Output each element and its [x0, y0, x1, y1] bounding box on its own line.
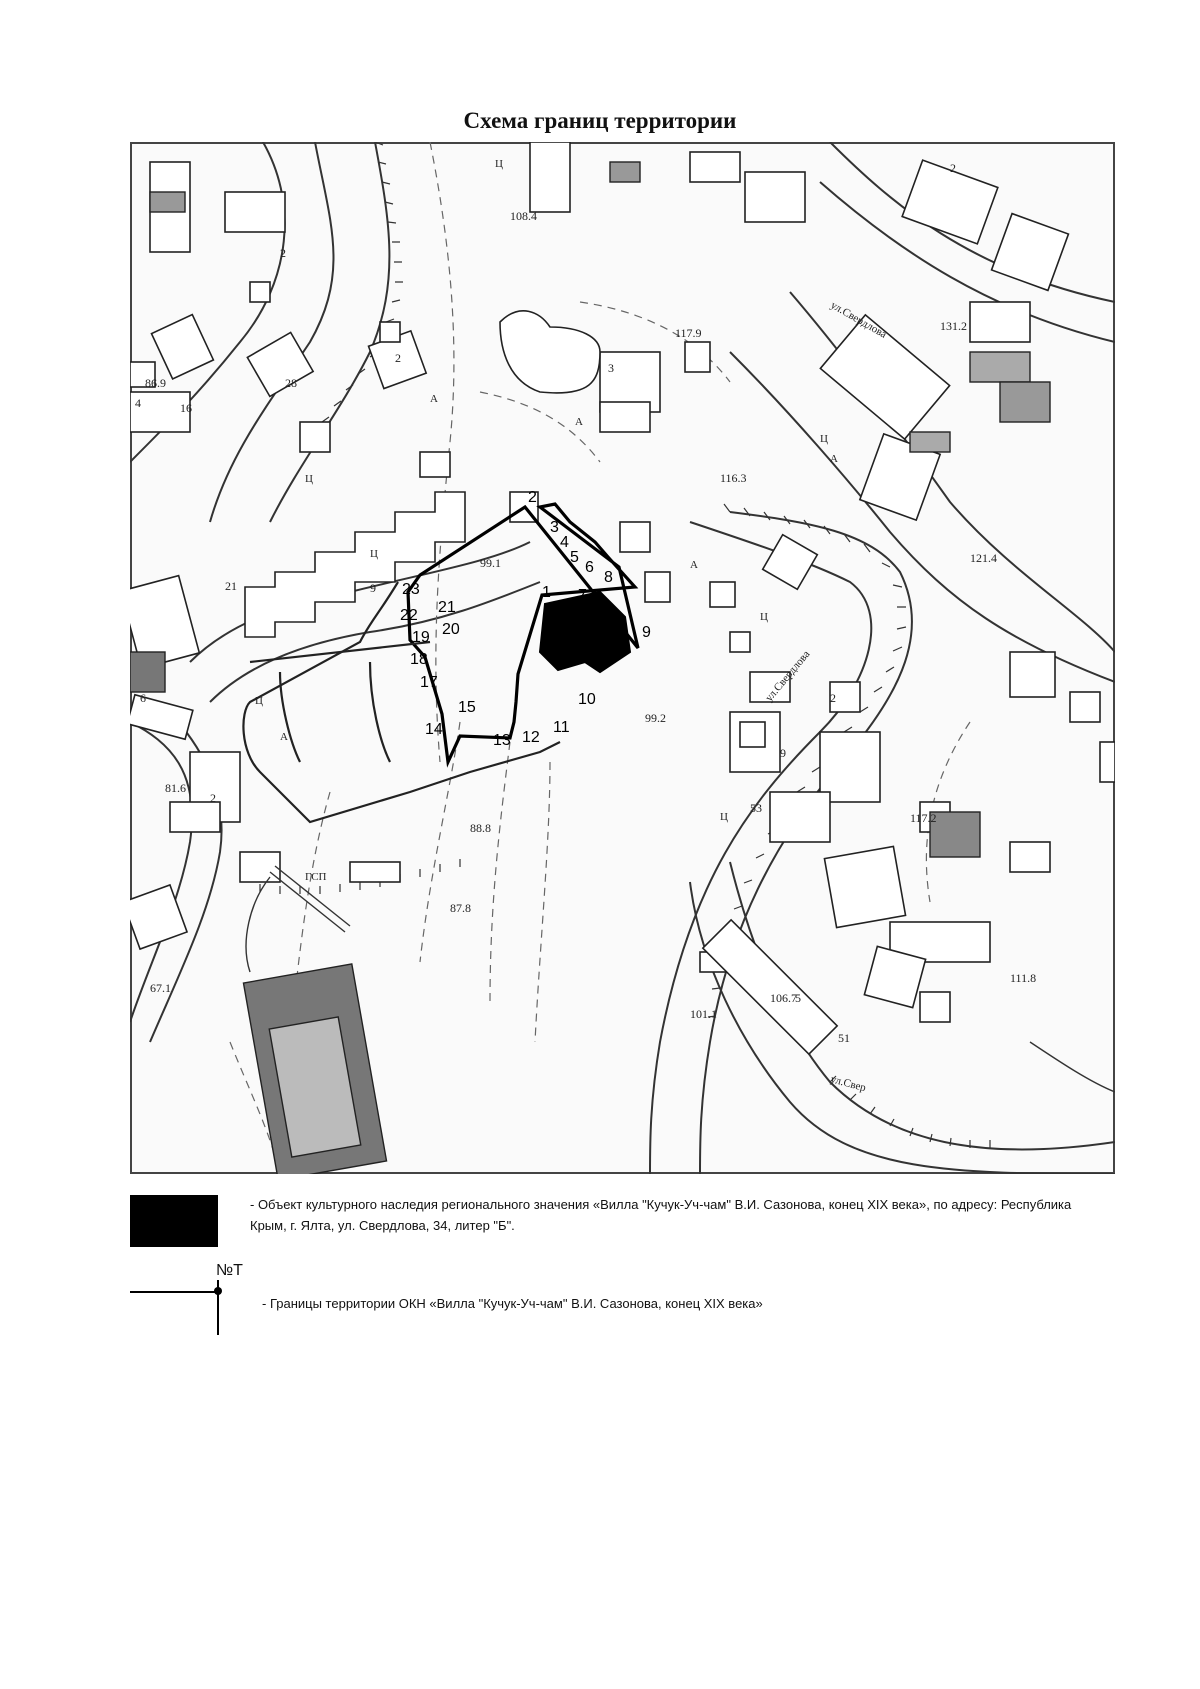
building-number-labels: 2 2 3 9 9 53 2 5 51 6 4 2 28 16 21 2	[135, 161, 956, 1045]
legend-object-swatch	[130, 1195, 218, 1247]
misc-label: А	[575, 416, 583, 428]
building-number: 2	[210, 791, 216, 805]
shaded-buildings	[130, 161, 1051, 1174]
building-number: 6	[140, 691, 146, 705]
elevation-label: 99.2	[645, 711, 666, 725]
point-label: 23	[402, 581, 420, 598]
elevation-label: 81.6	[165, 781, 186, 795]
building-number: 4	[135, 396, 141, 410]
building-number: 3	[608, 361, 614, 375]
elevation-label: 131.2	[940, 319, 967, 333]
page-title: Схема границ территории	[463, 108, 737, 133]
building-number: 2	[950, 161, 956, 175]
misc-label: Ц	[820, 433, 828, 445]
legend-boundary-point	[214, 1287, 222, 1295]
misc-label: А	[430, 393, 438, 405]
building-number: 2	[280, 246, 286, 260]
elevation-label: 108.4	[510, 209, 537, 223]
misc-label: А	[830, 453, 838, 465]
point-label: 20	[442, 621, 460, 638]
elevation-labels: 108.4 117.9 131.2 86.9 116.3 99.1 121.4 …	[145, 209, 1036, 1021]
elevation-label: 117.9	[675, 326, 702, 340]
elevation-label: 67.1	[150, 981, 171, 995]
building-number: 9	[370, 581, 376, 595]
point-label: 17	[420, 674, 438, 691]
elevation-label: 88.8	[470, 821, 491, 835]
elevation-label: 86.9	[145, 376, 166, 390]
object-villa-fill	[538, 590, 632, 674]
point-label: 7	[578, 587, 587, 604]
legend-boundary-tick	[217, 1280, 219, 1335]
point-label: 12	[522, 729, 540, 746]
building-number: 9	[780, 746, 786, 760]
elevation-label: 101.1	[690, 1007, 717, 1021]
territory-outline	[242, 581, 561, 824]
point-label: 22	[400, 607, 418, 624]
elevation-label: 116.3	[720, 471, 747, 485]
building-number: 5	[795, 991, 801, 1005]
elevation-label: 99.1	[480, 556, 501, 570]
building-number: 2	[830, 691, 836, 705]
building-number: 21	[225, 579, 237, 593]
misc-label: Ц	[305, 473, 313, 485]
building-number: 28	[285, 376, 297, 390]
building-number: 16	[180, 401, 192, 415]
point-label: 4	[560, 534, 569, 551]
residential-blocks	[244, 310, 601, 638]
point-label: 14	[425, 721, 443, 738]
misc-label: ГСП	[305, 871, 327, 883]
point-label: 1	[542, 584, 551, 601]
misc-label: Ц	[720, 811, 728, 823]
point-label: 11	[553, 719, 570, 736]
elevation-label: 121.4	[970, 551, 997, 565]
building-number: 2	[395, 351, 401, 365]
point-label: 3	[550, 519, 559, 536]
point-label: 13	[493, 732, 511, 749]
point-label: 2	[528, 489, 537, 506]
point-label: 15	[458, 699, 476, 716]
misc-label: А	[280, 731, 288, 743]
point-label: 18	[410, 651, 428, 668]
point-label: 5	[570, 549, 579, 566]
footpaths	[245, 865, 1115, 1093]
elevation-label: 87.8	[450, 901, 471, 915]
misc-labels: Ц Ц Ц Ц А А А А А Ц Ц Ц ГСП	[255, 158, 838, 883]
point-label: 21	[438, 599, 456, 616]
point-label: 6	[585, 559, 594, 576]
misc-label: Ц	[495, 158, 503, 170]
misc-label: А	[690, 559, 698, 571]
misc-label: Ц	[760, 611, 768, 623]
legend-boundary-text: - Границы территории ОКН «Вилла "Кучук-У…	[262, 1296, 763, 1311]
point-label: 19	[412, 629, 430, 646]
territory-boundary	[406, 502, 640, 768]
elevation-label: 106.7	[770, 991, 797, 1005]
building-number: 51	[838, 1031, 850, 1045]
misc-label: Ц	[255, 695, 263, 707]
point-label: 10	[578, 691, 596, 708]
misc-label: Ц	[370, 548, 378, 560]
elevation-label: 117.2	[910, 811, 937, 825]
elevation-label: 111.8	[1010, 971, 1036, 985]
point-label: 8	[604, 569, 613, 586]
boundary-point-labels: 1 2 3 4 5 6 7 8 9 10 11 12 13 14 15 17 1…	[400, 489, 651, 749]
legend-boundary-label: №Т	[216, 1262, 243, 1279]
point-label: 9	[642, 624, 651, 641]
legend-object-text: - Объект культурного наследия региональн…	[250, 1197, 1072, 1233]
building-number: 53	[750, 801, 762, 815]
legend-boundary-line	[130, 1291, 218, 1293]
boundary-map[interactable]: 1 2 3 4 5 6 7 8 9 10 11 12 13 14 15 17 1…	[130, 142, 1115, 1174]
